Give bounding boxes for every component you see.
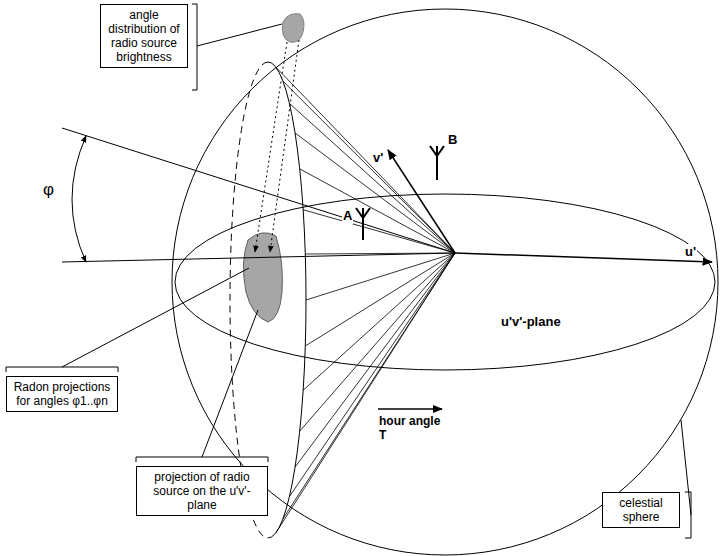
axis-label: u'v'-plane	[500, 314, 562, 330]
fan-line	[283, 81, 455, 253]
fan-line	[289, 253, 455, 497]
axis-label: u'	[684, 244, 697, 260]
callout-text: celestial sphere	[607, 496, 675, 524]
axis-label: φ	[42, 180, 55, 200]
uv-plane-ellipse	[175, 194, 715, 370]
axis-label: A	[342, 208, 353, 224]
axis-label: hour angle T	[378, 414, 450, 442]
u-axis	[455, 253, 712, 262]
projection-ray	[255, 42, 287, 252]
fan-line	[276, 67, 455, 253]
callout-bracket	[6, 4, 691, 538]
source-brightness-blob	[282, 14, 304, 43]
antenna-symbol	[356, 146, 444, 240]
fan-line	[303, 210, 455, 253]
projection-ray	[270, 40, 299, 252]
axis-label: B	[447, 132, 458, 148]
fan-line	[289, 103, 455, 253]
source-projection-blob	[243, 233, 282, 322]
hour-angle-arrow	[378, 408, 442, 410]
axis-label: v'	[372, 150, 384, 166]
callout-box: Radon projections for angles φ1..φn	[6, 376, 118, 412]
callout-box: angle distribution of radio source brigh…	[100, 4, 188, 68]
callout-text: projection of radio source on the u'v'-p…	[141, 470, 263, 512]
fan-line	[295, 133, 455, 253]
angle-arc	[72, 136, 86, 262]
fan-line	[295, 253, 455, 467]
fan-line	[306, 253, 455, 300]
callout-box: projection of radio source on the u'v'-p…	[136, 466, 268, 516]
radon-fan-lines	[276, 67, 455, 533]
v-axis	[388, 150, 455, 253]
fan-line	[300, 253, 455, 431]
fan-line	[276, 253, 455, 533]
fan-line	[305, 253, 455, 346]
angle-line	[62, 128, 455, 253]
callout-text: Radon projections for angles φ1..φn	[11, 380, 113, 408]
angle-line	[62, 253, 455, 262]
callout-box: celestial sphere	[602, 492, 680, 528]
callout-text: angle distribution of radio source brigh…	[105, 8, 183, 64]
